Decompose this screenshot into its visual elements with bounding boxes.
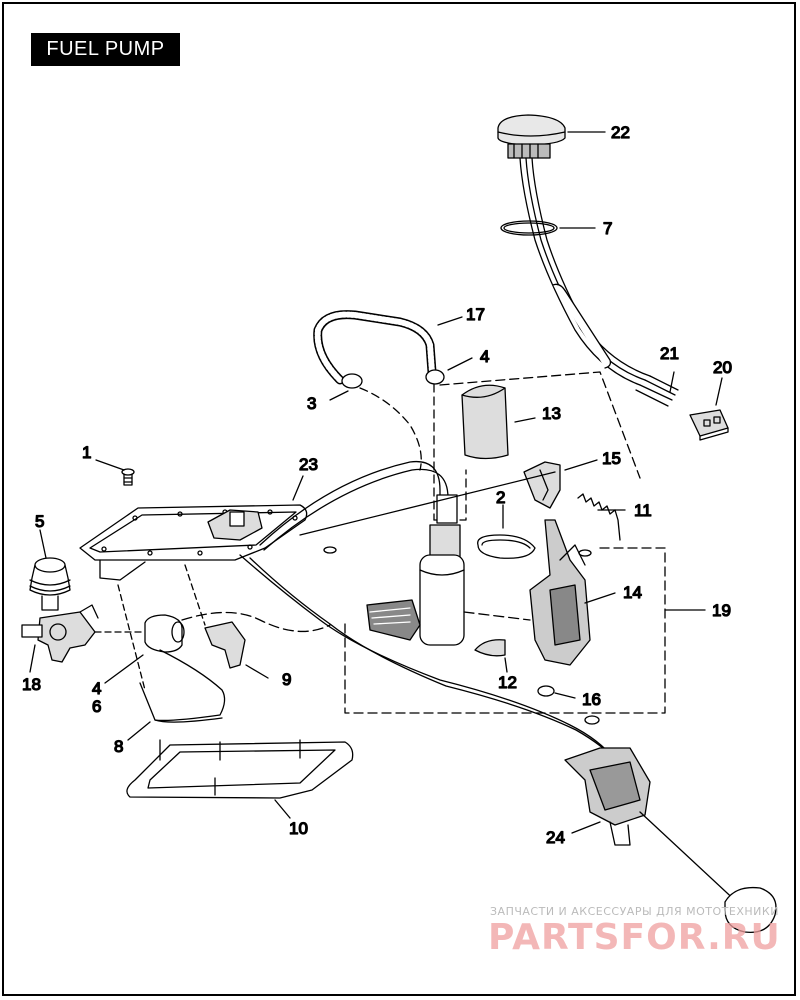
callout-3: 3 (307, 394, 316, 413)
part-20-connector (689, 409, 729, 441)
small-o-ring (584, 715, 600, 725)
callout-19: 19 (712, 601, 731, 620)
callout-1: 1 (82, 443, 91, 462)
callout-20: 20 (713, 358, 732, 377)
watermark-brand[interactable]: PARTSFOR.RU (488, 917, 781, 958)
callout-22: 22 (611, 123, 630, 142)
part-5-regulator (29, 557, 71, 611)
part-2-strap (477, 534, 536, 559)
part-14-carrier (529, 519, 591, 666)
callout-17: 17 (466, 305, 485, 324)
part-3-clamp (341, 373, 363, 389)
callout-4-upper: 4 (480, 347, 489, 366)
part-11-spring (577, 493, 621, 541)
watermark-tagline: ЗАПЧАСТИ И АКСЕССУАРЫ ДЛЯ МОТОТЕХНИКИ (490, 905, 779, 918)
part-16-grommet (537, 685, 555, 697)
part-4-clamp-upper (425, 369, 445, 385)
part-23-flange-plate (79, 504, 308, 581)
callout-10: 10 (289, 819, 308, 838)
callout-15: 15 (602, 449, 621, 468)
callout-6: 6 (92, 697, 101, 716)
part-9-bracket (204, 621, 246, 669)
part-7-o-ring (500, 220, 558, 236)
callout-11: 11 (634, 501, 652, 520)
part-13-sleeve (461, 384, 509, 460)
callout-2: 2 (496, 488, 505, 507)
part-18-fitting (21, 604, 99, 663)
callout-8: 8 (114, 737, 123, 756)
fuel-pump-body (366, 494, 465, 646)
callout-21: 21 (660, 344, 679, 363)
part-10-gasket (126, 739, 354, 799)
callout-24: 24 (546, 828, 565, 847)
leader-lines (29, 131, 723, 834)
callout-18: 18 (22, 675, 41, 694)
callout-14: 14 (623, 583, 642, 602)
callout-7: 7 (603, 219, 612, 238)
callout-5: 5 (35, 512, 44, 531)
part-4-filter-lower (94, 611, 331, 653)
callout-16: 16 (582, 690, 601, 709)
part-1-screw (121, 468, 135, 486)
part-8-line (139, 649, 226, 722)
callout-13: 13 (542, 404, 561, 423)
page-title: FUEL PUMP (31, 33, 180, 66)
part-17-hose (313, 310, 437, 385)
callout-23: 23 (299, 455, 318, 474)
part-15-top-bracket (523, 461, 561, 509)
part-19-bracket (439, 371, 641, 479)
callout-12: 12 (498, 673, 517, 692)
part-22-sender-cap (497, 114, 651, 386)
part-12-clip (474, 639, 506, 657)
callout-9: 9 (282, 670, 291, 689)
part-24-level-sender (564, 747, 777, 934)
callout-4-lower: 4 (92, 679, 101, 698)
